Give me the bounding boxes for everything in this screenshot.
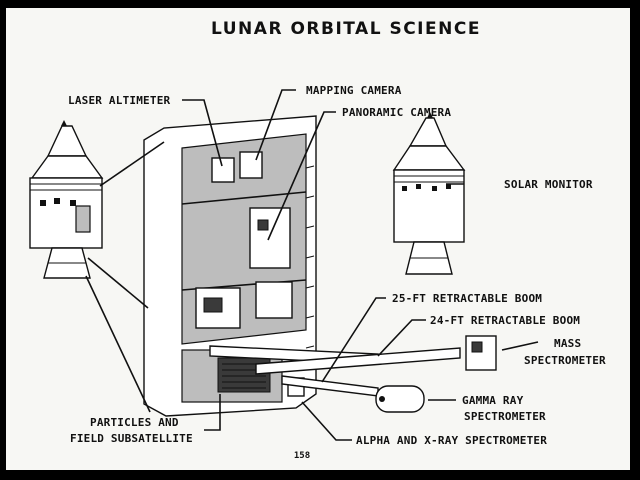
label-gamma-ray-line2: SPECTROMETER xyxy=(464,410,546,423)
label-24ft-boom: 24-FT RETRACTABLE BOOM xyxy=(430,314,580,327)
label-mapping-camera: MAPPING CAMERA xyxy=(306,84,402,97)
leader-lines xyxy=(85,89,539,441)
label-gamma-ray-line1: GAMMA RAY xyxy=(462,394,524,407)
slide-frame: LUNAR ORBITAL SCIENCE xyxy=(6,8,630,470)
label-mass-spectrometer-line2: SPECTROMETER xyxy=(524,354,606,367)
mass-spectrometer-illustration xyxy=(465,335,497,371)
label-panoramic-camera: PANORAMIC CAMERA xyxy=(342,106,451,119)
label-particles-line2: FIELD SUBSATELLITE xyxy=(70,432,193,445)
service-module-cutaway xyxy=(143,115,317,417)
lunar-orbital-science-diagram: LUNAR ORBITAL SCIENCE xyxy=(29,19,606,461)
right-spacecraft-illustration xyxy=(392,112,466,275)
label-solar-monitor: SOLAR MONITOR xyxy=(504,178,593,191)
label-25ft-boom: 25-FT RETRACTABLE BOOM xyxy=(392,292,542,305)
left-spacecraft-illustration xyxy=(29,120,104,279)
page-number: 158 xyxy=(294,451,310,461)
label-laser-altimeter: LASER ALTIMETER xyxy=(68,94,171,107)
page-title: LUNAR ORBITAL SCIENCE xyxy=(211,19,481,39)
label-particles-line1: PARTICLES AND xyxy=(90,416,179,429)
label-alpha-xray-spectrometer: ALPHA AND X-RAY SPECTROMETER xyxy=(356,434,547,447)
gamma-ray-spectrometer-illustration xyxy=(375,385,425,413)
label-mass-spectrometer-line1: MASS xyxy=(554,337,581,350)
